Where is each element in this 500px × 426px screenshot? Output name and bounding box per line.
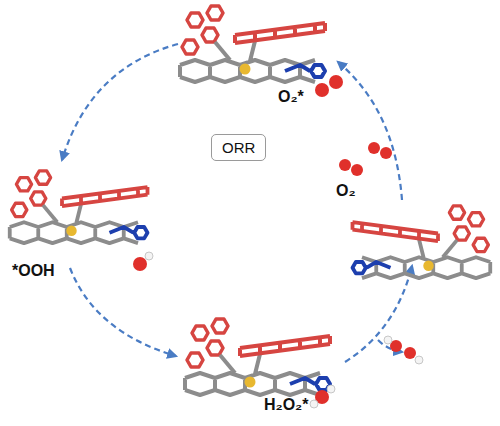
cycle-title-box: ORR <box>211 134 266 161</box>
species-label: H₂O₂* <box>264 396 308 414</box>
species-label: *OOH <box>12 262 55 280</box>
species-label: O₂ <box>336 182 356 200</box>
cycle-arrows <box>62 44 412 362</box>
cycle-title: ORR <box>222 139 255 156</box>
species-label: O₂* <box>278 88 304 106</box>
